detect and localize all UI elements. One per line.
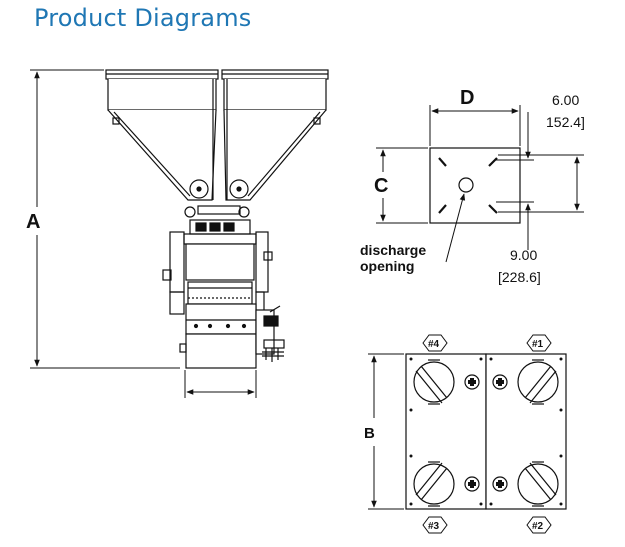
- station-tag-3: #3: [422, 516, 448, 534]
- dimension-b: [368, 353, 404, 510]
- station-tag-2: #2: [526, 516, 552, 534]
- width-inches: 6.00: [552, 92, 579, 108]
- dimension-d-label: D: [460, 87, 474, 109]
- base-width-dimension: [184, 370, 257, 398]
- side-view-drawing: [105, 69, 329, 369]
- dimension-c-label: C: [374, 175, 388, 197]
- top-view-drawing: [405, 353, 567, 510]
- station-2-label: #2: [532, 521, 544, 532]
- discharge-label-line2: opening: [360, 258, 414, 274]
- page-title: Product Diagrams: [34, 4, 252, 32]
- width-mm: 152.4]: [546, 114, 585, 130]
- station-tag-1: #1: [526, 334, 552, 352]
- station-1-label: #1: [532, 339, 544, 350]
- discharge-leader: [445, 193, 466, 263]
- dimension-b-label: B: [364, 425, 375, 442]
- dimension-d: [429, 105, 521, 146]
- spacing-inches: 9.00: [510, 247, 537, 263]
- station-tag-4: #4: [422, 334, 448, 352]
- station-4-label: #4: [428, 339, 440, 350]
- dimension-a-label: A: [26, 211, 40, 233]
- station-3-label: #3: [428, 521, 440, 532]
- discharge-label-line1: discharge: [360, 242, 426, 258]
- dimension-c: [376, 147, 428, 224]
- hole-spacing-dimension: [498, 154, 584, 213]
- spacing-mm: [228.6]: [498, 269, 541, 285]
- dimension-a: [30, 69, 180, 369]
